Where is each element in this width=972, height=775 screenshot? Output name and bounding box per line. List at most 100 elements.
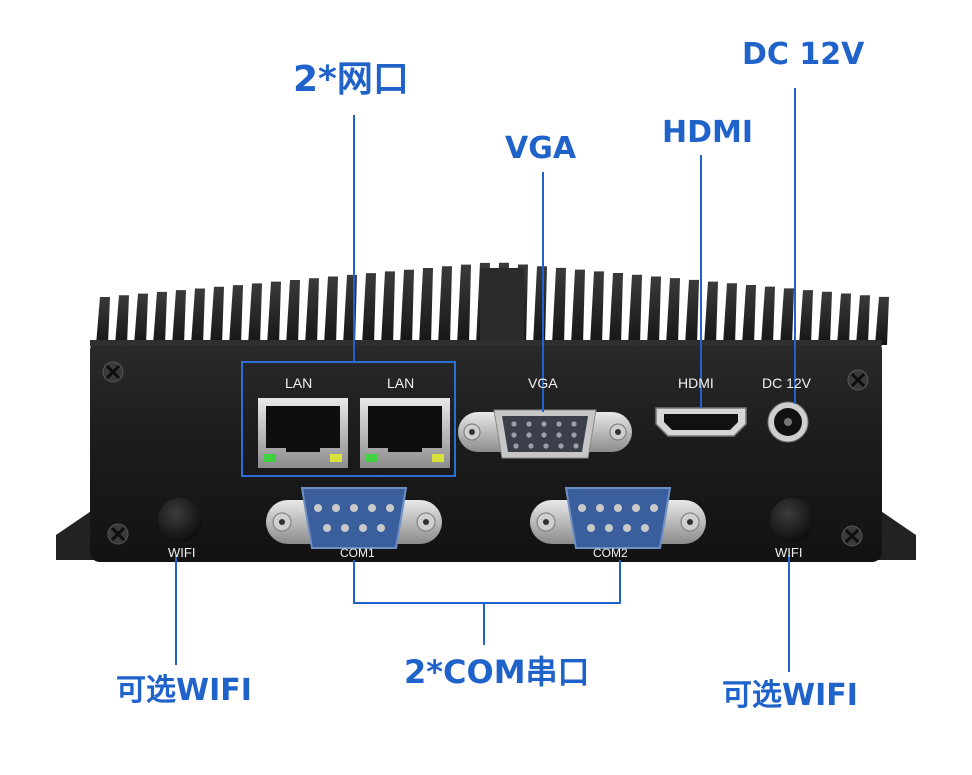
callout-lan: 2*网口 <box>293 59 409 100</box>
vga-pin <box>528 443 534 449</box>
lan-port-2 <box>360 398 450 468</box>
heatsink-fin <box>381 271 395 345</box>
heatsink-fin <box>628 274 642 345</box>
callout-hdmi: HDMI <box>662 115 754 150</box>
heatsink-fin <box>590 271 604 345</box>
panel-label-vga: VGA <box>528 375 558 391</box>
vga-pin <box>541 421 547 427</box>
com-pin <box>350 504 358 512</box>
lan-led-green <box>264 454 276 462</box>
lan-led-yellow <box>330 454 342 462</box>
heatsink-center-block <box>480 268 524 346</box>
heatsink-fin <box>191 288 205 345</box>
vga-pin <box>543 443 549 449</box>
lan-led-green <box>366 454 378 462</box>
lan-highlight-box <box>241 361 456 477</box>
vga-pin <box>511 432 517 438</box>
com-pin <box>605 524 613 532</box>
heatsink-fin <box>267 281 281 345</box>
lan-led-yellow <box>432 454 444 462</box>
com-pin <box>314 504 322 512</box>
heatsink-fin <box>210 286 224 345</box>
com-pin <box>587 524 595 532</box>
left-mounting-bracket <box>56 505 100 560</box>
heatsink-fin <box>856 295 870 345</box>
com-pin <box>377 524 385 532</box>
heatsink-fin <box>362 273 376 345</box>
com-pin <box>650 504 658 512</box>
callout-wifi-left: 可选WIFI <box>116 673 252 708</box>
heatsink-fin <box>134 293 148 345</box>
com-pin <box>596 504 604 512</box>
com-pin <box>578 504 586 512</box>
com-pin <box>632 504 640 512</box>
heatsink-fin <box>248 283 262 345</box>
heatsink-fin <box>419 268 433 345</box>
com-pin <box>341 524 349 532</box>
vga-pin <box>511 421 517 427</box>
com-pin <box>323 524 331 532</box>
heatsink-fin <box>305 278 319 345</box>
com-pin <box>641 524 649 532</box>
heatsink-fin <box>875 296 889 345</box>
screw-icon <box>847 369 869 391</box>
heatsink-fin <box>552 267 566 345</box>
heatsink-fin <box>609 273 623 345</box>
panel-label-hdmi: HDMI <box>678 375 714 391</box>
panel-label-com1: COM1 <box>340 546 375 560</box>
heatsink-fin <box>533 266 547 345</box>
com2-port <box>530 487 706 549</box>
callout-dc: DC 12V <box>742 37 865 72</box>
heatsink-fin <box>324 276 338 345</box>
screw-icon <box>107 523 129 545</box>
screw-icon <box>841 525 863 547</box>
heatsink-fin <box>286 279 300 345</box>
right-mounting-bracket <box>872 505 916 560</box>
vga-pin <box>556 432 562 438</box>
com-leader-bracket <box>353 560 621 604</box>
heatsink-fin <box>571 269 585 345</box>
callout-leader-lines <box>175 88 796 672</box>
vga-pin <box>558 443 564 449</box>
dc-power-jack <box>767 401 809 443</box>
heatsink-fin <box>780 288 794 345</box>
heatsink-fin <box>837 293 851 345</box>
heatsink-fin <box>96 297 110 345</box>
heatsink-fin <box>457 264 471 345</box>
heatsink-fin <box>799 290 813 345</box>
wifi-antenna-mount-left <box>158 498 202 542</box>
com-pin <box>368 504 376 512</box>
heatsink-fin <box>761 286 775 345</box>
heatsink-fin <box>723 283 737 345</box>
callout-wifi-right: 可选WIFI <box>722 678 858 713</box>
heatsink-fin <box>704 281 718 345</box>
wifi-antenna-mount-right <box>770 498 814 542</box>
heatsink-fin <box>685 279 699 345</box>
heatsink-fin <box>818 291 832 345</box>
heatsink-fin <box>153 291 167 345</box>
com-pin <box>359 524 367 532</box>
panel-label-wifi-left: WIFI <box>168 545 196 560</box>
callout-com: 2*COM串口 <box>404 653 590 691</box>
panel-label-lan-2: LAN <box>387 375 415 391</box>
com-pin <box>614 504 622 512</box>
heatsink-fin <box>400 269 414 345</box>
heatsink-fins <box>96 262 889 346</box>
heatsink-fin <box>647 276 661 345</box>
callout-vga: VGA <box>505 131 577 166</box>
heatsink-fin <box>229 285 243 345</box>
vga-pin <box>526 432 532 438</box>
panel-label-dc: DC 12V <box>762 375 812 391</box>
heatsink-fin <box>666 278 680 345</box>
vga-pin <box>541 432 547 438</box>
vga-pin <box>573 443 579 449</box>
heatsink-fin <box>438 266 452 345</box>
lan-port-1 <box>258 398 348 468</box>
heatsink-fin <box>742 284 756 345</box>
hdmi-port <box>655 407 747 437</box>
vga-pin <box>513 443 519 449</box>
com-pin <box>386 504 394 512</box>
panel-label-wifi-right: WIFI <box>775 545 803 560</box>
panel-label-lan-1: LAN <box>285 375 313 391</box>
